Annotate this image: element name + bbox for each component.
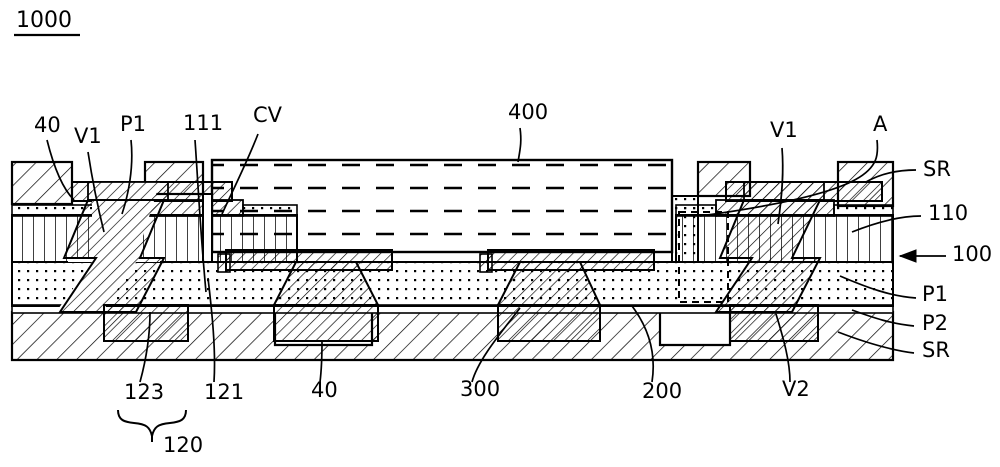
label-400: 400 <box>508 100 548 124</box>
component-400 <box>210 158 674 254</box>
figure-number-text: 1000 <box>16 8 72 33</box>
brace-120 <box>117 409 187 442</box>
via-v2-right <box>729 304 819 342</box>
leader-lines <box>46 127 946 383</box>
via-v2-left <box>103 304 189 342</box>
label-110: 110 <box>928 201 968 225</box>
label-120: 120 <box>163 433 203 457</box>
label-100: 100 <box>952 242 992 266</box>
label-40-bottom: 40 <box>311 378 338 402</box>
label-p2-right: P2 <box>922 311 948 335</box>
layer-solder-resist-top <box>10 160 895 208</box>
via-v1-left <box>56 181 169 313</box>
cavity-wall-left <box>202 193 213 263</box>
label-111: 111 <box>183 111 223 135</box>
label-300: 300 <box>460 377 500 401</box>
label-v1-right: V1 <box>770 118 798 142</box>
label-121: 121 <box>204 380 244 404</box>
via-center-left <box>272 261 380 342</box>
label-p1-right: P1 <box>922 282 948 306</box>
label-cv: CV <box>253 103 283 127</box>
label-sr-bottom: SR <box>922 338 950 362</box>
label-123: 123 <box>124 380 164 404</box>
label-sr-top: SR <box>923 157 951 181</box>
detail-region-a <box>678 211 729 303</box>
label-a: A <box>873 112 888 136</box>
label-p1-top: P1 <box>120 112 146 136</box>
label-40-top: 40 <box>34 113 61 137</box>
label-v2: V2 <box>782 377 810 401</box>
label-v1-top: V1 <box>74 124 102 148</box>
label-200: 200 <box>642 379 682 403</box>
figure-number: 1000 <box>14 8 80 37</box>
cavity-wall-right <box>671 195 699 263</box>
layer-solder-resist-bottom <box>10 310 895 362</box>
via-v1-right <box>714 181 825 313</box>
via-center-right <box>496 261 602 342</box>
arrow-100 <box>898 249 917 263</box>
